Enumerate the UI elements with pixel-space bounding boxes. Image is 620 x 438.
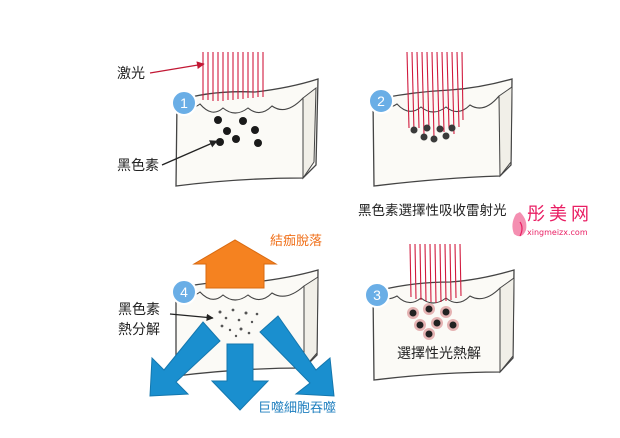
watermark-logo-icon bbox=[512, 212, 526, 236]
panel-2: 2 bbox=[369, 52, 512, 186]
laser-label: 激光 bbox=[117, 67, 145, 81]
skin-block-2 bbox=[373, 79, 512, 186]
selective-absorption-caption: 黑色素選擇性吸收雷射光 bbox=[358, 205, 507, 219]
watermark: 彤美网 xingmeizx.com bbox=[527, 200, 593, 237]
melanin-label: 黑色素 bbox=[117, 159, 159, 173]
step-number-2: 2 bbox=[377, 93, 385, 109]
panel-4: 4 bbox=[150, 240, 334, 410]
melanin-decomposition-label-line2: 熱分解 bbox=[118, 323, 160, 337]
watermark-url: xingmeizx.com bbox=[527, 228, 593, 237]
step-number-4: 4 bbox=[180, 284, 188, 300]
laser-pointer-arrow bbox=[150, 64, 204, 73]
melanin-decomposition-label-line1: 黑色素 bbox=[118, 303, 160, 317]
skin-block-1 bbox=[176, 79, 318, 186]
step-number-3: 3 bbox=[373, 287, 381, 303]
selective-photothermolysis-label: 選擇性光熱解 bbox=[397, 347, 481, 361]
phagocytosis-label: 巨噬細胞吞噬 bbox=[258, 402, 336, 415]
watermark-title: 彤美网 bbox=[527, 200, 593, 226]
step-number-1: 1 bbox=[180, 95, 188, 111]
scab-off-label: 結痂脫落 bbox=[270, 235, 322, 248]
skin-block-3 bbox=[373, 270, 514, 380]
panel-1: 1 bbox=[150, 52, 318, 186]
scab-off-arrow bbox=[194, 240, 276, 288]
